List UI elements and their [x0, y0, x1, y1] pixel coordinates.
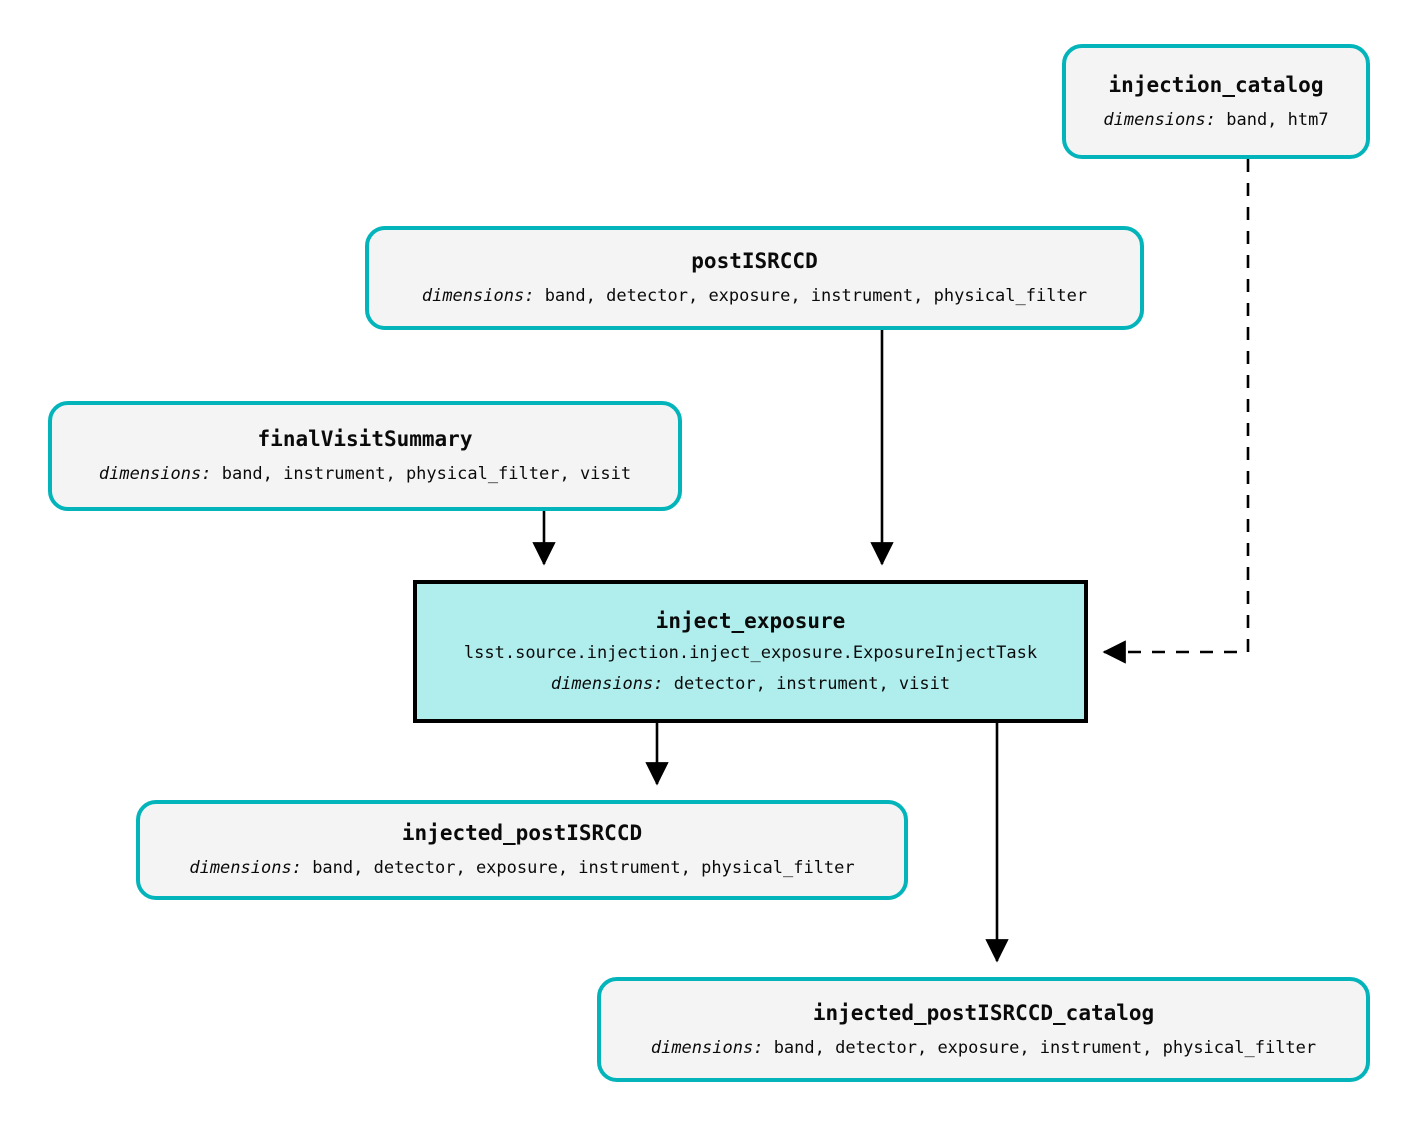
node-inject-exposure[interactable]: inject_exposure lsst.source.injection.in… — [413, 580, 1088, 723]
node-task-class: lsst.source.injection.inject_exposure.Ex… — [463, 642, 1038, 663]
node-title: injection_catalog — [1108, 72, 1324, 97]
node-finalvisitsummary[interactable]: finalVisitSummary dimensions: band, inst… — [48, 401, 682, 511]
node-dimensions: dimensions: band, detector, exposure, in… — [650, 1037, 1317, 1058]
dimensions-value: band, htm7 — [1226, 109, 1329, 130]
node-dimensions: dimensions: band, instrument, physical_f… — [99, 465, 631, 484]
node-title: injected_postISRCCD_catalog — [812, 1000, 1155, 1025]
node-title: inject_exposure — [655, 608, 846, 633]
dimensions-value: band, detector, exposure, instrument, ph… — [312, 858, 855, 879]
node-title: finalVisitSummary — [257, 427, 473, 452]
node-injection-catalog[interactable]: injection_catalog dimensions: band, htm7 — [1062, 44, 1370, 159]
dimensions-label: dimensions: — [421, 286, 535, 307]
dimensions-value: band, detector, exposure, instrument, ph… — [773, 1037, 1317, 1058]
node-postisrccd[interactable]: postISRCCD dimensions: band, detector, e… — [365, 226, 1144, 330]
dimensions-value: band, instrument, physical_filter, visit — [221, 464, 632, 485]
dimensions-value: band, detector, exposure, instrument, ph… — [544, 286, 1088, 307]
node-title: postISRCCD — [691, 249, 818, 274]
dimensions-label: dimensions: — [1103, 109, 1216, 130]
dimensions-label: dimensions: — [650, 1037, 764, 1058]
node-dimensions: dimensions: detector, instrument, visit — [550, 673, 951, 694]
node-title: injected_postISRCCD — [401, 821, 643, 846]
node-dimensions: dimensions: band, htm7 — [1103, 109, 1329, 130]
node-injected-postisrccd-catalog[interactable]: injected_postISRCCD_catalog dimensions: … — [597, 977, 1370, 1082]
dimensions-value: detector, instrument, visit — [673, 673, 951, 694]
node-injected-postisrccd[interactable]: injected_postISRCCD dimensions: band, de… — [136, 800, 908, 900]
dimensions-label: dimensions: — [550, 673, 664, 694]
dimensions-label: dimensions: — [98, 464, 212, 485]
node-dimensions: dimensions: band, detector, exposure, in… — [422, 287, 1087, 306]
node-dimensions: dimensions: band, detector, exposure, in… — [189, 859, 854, 878]
dimensions-label: dimensions: — [189, 858, 302, 879]
